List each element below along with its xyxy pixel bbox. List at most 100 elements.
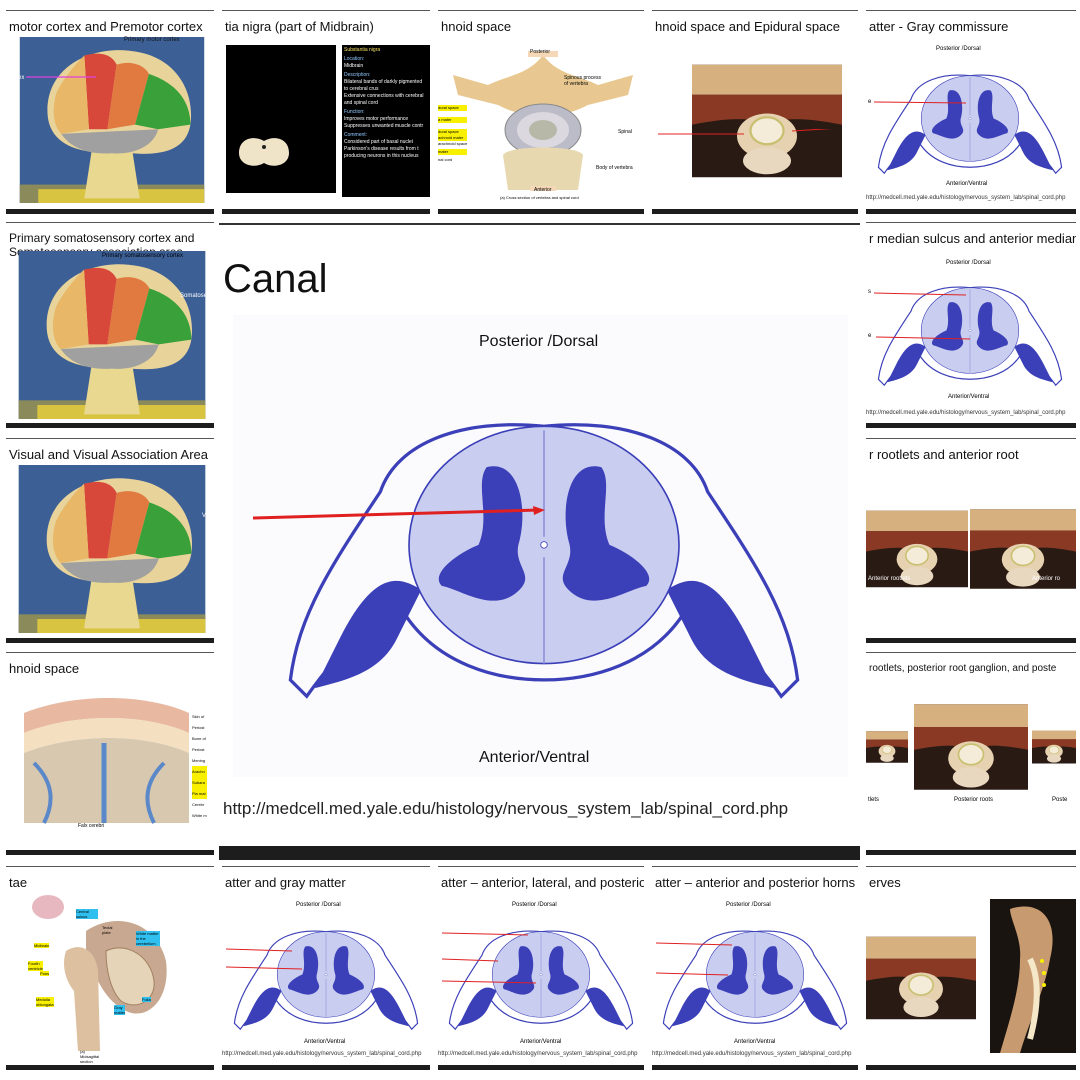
label-visual: Visu [202,513,214,519]
pointer-arrows [441,932,537,984]
source-url[interactable]: http://medcell.med.yale.edu/histology/ne… [866,410,1066,416]
vertebra-diagram [453,51,633,191]
pointer-label: e [868,333,872,339]
slide-white-matter-columns[interactable]: atter – anterior, lateral, and posterior… [438,866,644,1070]
midbrain-photo [226,45,336,193]
anatomy-photo-1 [866,730,908,764]
pointer-arrows [873,292,971,340]
label-primary-motor: Primary motor cortex [124,37,180,43]
slide-somatosensory-cortex[interactable]: Primary somatosensory cortex and Somatos… [6,222,214,428]
label-falx: Falx cerebri [78,823,105,829]
slide-title: motor cortex and Premotor cortex [9,19,203,34]
label-anterior-root: Anterior ro [1032,576,1061,582]
slide-title: r rootlets and anterior root [869,447,1019,462]
label-anterior-ventral: Anterior/Ventral [479,749,590,766]
label-posterior: Posterior /Dorsal [946,260,991,266]
left-labels: dural space a mater dural space achnoid … [438,105,468,162]
cervical-spine-photo [990,899,1076,1053]
label-spinous: Spinous process of vertebra [564,75,601,87]
slide-anterior-rootlets[interactable]: r rootlets and anterior root Anterior ro… [866,438,1076,643]
label-posterior: Posterior /Dorsal [726,902,771,908]
slide-subarachnoid-space[interactable]: hnoid space Posterior Spinous process of… [438,10,644,214]
caption: Poste [1052,797,1068,803]
info-panel: Substantia nigra Location: Midbrain Desc… [342,45,430,197]
pointer-line [26,76,96,78]
anatomy-photo [692,63,842,179]
source-url[interactable]: http://medcell.med.yale.edu/histology/ne… [222,1051,422,1057]
slide-title: atter - Gray commissure [869,19,1009,34]
slide-epidural-space[interactable]: hnoid space and Epidural space [652,10,858,214]
label-anterior: Anterior/Ventral [946,181,988,187]
pointer-arrow [873,101,967,104]
anatomy-photo-left [866,935,976,1021]
histology-image: Posterior /Dorsal Anterior/Ventral [233,315,848,777]
slide-title: atter – anterior, lateral, and posterior [441,875,644,890]
slide-substantia-nigra[interactable]: tia nigra (part of Midbrain) Substantia … [222,10,430,214]
pointer-arrows [658,129,833,135]
anatomy-photo-3 [1032,729,1076,765]
central-canal-pointer-arrow [252,506,545,520]
main-slide-central-canal[interactable]: Canal Posterior /Dorsal Anterior/Ventral… [219,219,860,860]
label-posterior: Posterior /Dorsal [512,902,557,908]
slide-title: tae [9,875,28,890]
label-posterior: Posterior [530,49,551,55]
slide-posterior-rootlets[interactable]: rootlets, posterior root ganglion, and p… [866,652,1076,855]
source-url[interactable]: http://medcell.med.yale.edu/histology/ne… [652,1051,852,1057]
slide-spinal-nerves[interactable]: erves [866,866,1076,1070]
caption: tlets [868,797,880,803]
label-posterior: Posterior /Dorsal [936,46,981,52]
slide-brainstem[interactable]: tae Central sulcus Tectal plate White ma… [6,866,214,1070]
slide-gray-matter-horns[interactable]: atter – anterior and posterior horns Pos… [652,866,858,1070]
label-posterior: Posterior /Dorsal [296,902,341,908]
main-slide-title: Canal [223,257,328,301]
slide-gray-commissure[interactable]: atter - Gray commissure Posterior /Dorsa… [866,10,1076,214]
source-url[interactable]: http://medcell.med.yale.edu/histology/ne… [438,1051,638,1057]
spinal-cord-section [877,74,1063,174]
anatomy-photo-right [970,507,1076,591]
label-anterior: Anterior/Ventral [734,1039,776,1045]
label-visual-assoc: P [206,535,211,541]
label-cortex: cortex [8,75,25,81]
slide-title: r median sulcus and anterior median fi [869,231,1076,246]
label-posterior-dorsal: Posterior /Dorsal [479,333,599,350]
label-anterior-rootlets: Anterior rootlets [868,576,911,582]
figure-caption: (a) Cross section of vertebra and spinal… [500,195,579,200]
label-primary-somatosensory: Primary somatosensory cortex [102,253,184,259]
slide-title: rootlets, posterior root ganglion, and p… [869,663,1057,674]
brain-model-image [18,251,206,419]
slide-title: atter – anterior and posterior horns [655,875,856,890]
slide-visual-area[interactable]: Visual and Visual Association Area Visu … [6,438,214,643]
source-url[interactable]: http://medcell.med.yale.edu/histology/ne… [866,195,1066,201]
slide-title: hnoid space [441,19,512,34]
label-anterior: Anterior/Ventral [520,1039,562,1045]
slide-median-sulcus[interactable]: r median sulcus and anterior median fi P… [866,222,1076,428]
slide-title: hnoid space and Epidural space [655,19,841,34]
brain-model-image [19,37,205,203]
brainstem-diagram [32,895,167,1051]
pointer-label: e [868,99,872,105]
label-anterior: Anterior/Ventral [948,394,990,400]
slide-title: Visual and Visual Association Area [9,447,208,462]
anatomy-photo-left [866,509,968,589]
meninges-diagram [24,698,189,824]
slide-white-gray-matter[interactable]: atter and gray matter Posterior /Dorsal … [222,866,430,1070]
pointer-arrows [225,948,303,970]
label-body: Body of vertebra [596,165,633,171]
spinal-cord-section [233,930,419,1030]
label-spinal: Spinal [618,129,632,135]
caption: Posterior roots [954,797,994,803]
pointer-label: s [868,289,871,295]
slide-title: atter and gray matter [225,875,346,890]
spinal-cord-cross-section [239,369,849,729]
source-url[interactable]: http://medcell.med.yale.edu/histology/ne… [223,799,789,818]
slide-motor-cortex[interactable]: motor cortex and Premotor cortex Primary… [6,10,214,214]
brain-model-image [18,465,206,633]
pointer-arrows [655,942,733,976]
slide-title: hnoid space [9,661,80,676]
label-anterior: Anterior/Ventral [304,1039,346,1045]
label-anterior: Anterior [534,187,552,193]
anatomy-photo-2 [914,703,1028,791]
label-somatosensory-assoc: Somatosens [180,293,214,299]
